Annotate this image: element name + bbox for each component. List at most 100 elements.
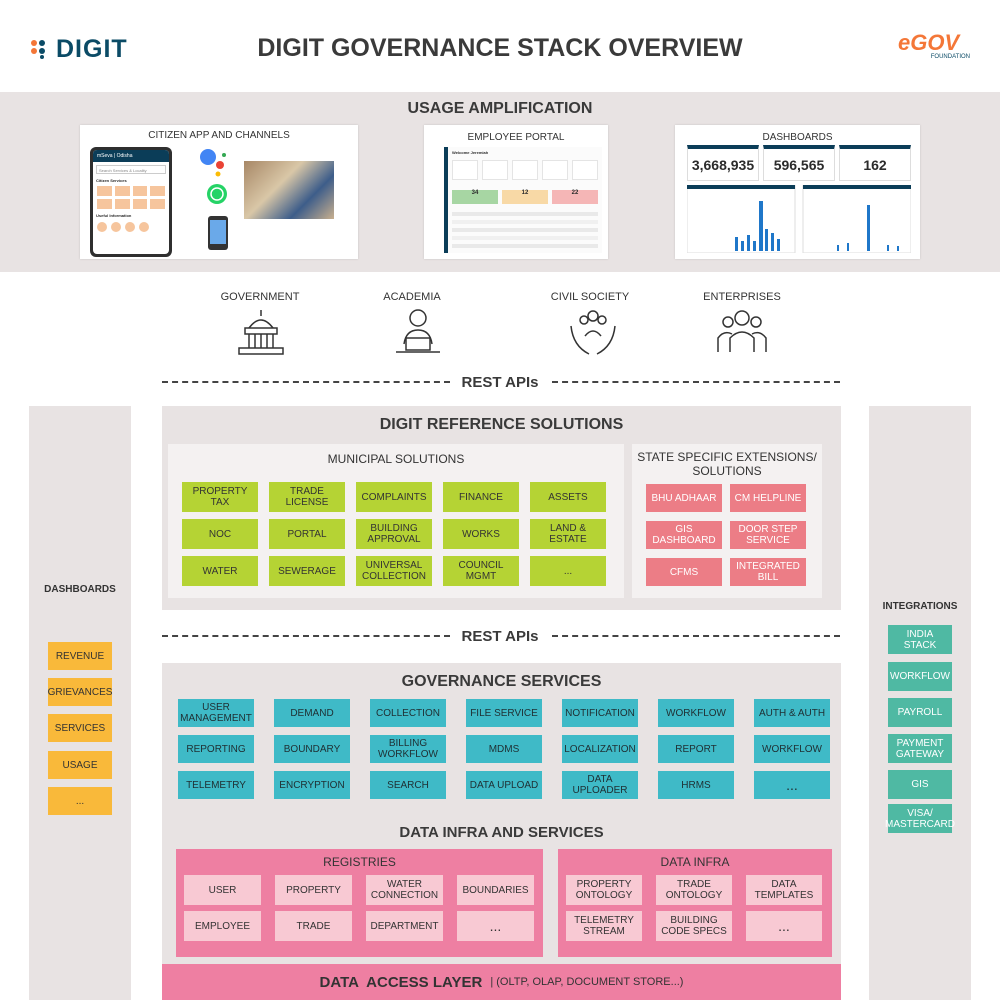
service-localization[interactable]: LOCALIZATION (562, 735, 638, 763)
solution-assets[interactable]: ASSETS (530, 482, 606, 512)
registry-trade[interactable]: TRADE (275, 911, 352, 941)
state-extensions-panel: STATE SPECIFIC EXTENSIONS/ SOLUTIONS BHU… (632, 444, 822, 598)
registry-property[interactable]: PROPERTY (275, 875, 352, 905)
solution-more[interactable]: ... (530, 556, 606, 586)
dashboard-revenue[interactable]: REVENUE (48, 642, 112, 670)
service-mdms[interactable]: MDMS (466, 735, 542, 763)
solution-noc[interactable]: NOC (182, 519, 258, 549)
solution-cfms[interactable]: CFMS (646, 558, 722, 586)
integration-india-stack[interactable]: INDIA STACK (888, 625, 952, 654)
dashboard-bar-charts (687, 185, 911, 253)
service-boundary[interactable]: BOUNDARY (274, 735, 350, 763)
service-user-management[interactable]: USER MANAGEMENT (178, 699, 254, 727)
service-report[interactable]: REPORT (658, 735, 734, 763)
service-hrms[interactable]: HRMS (658, 771, 734, 799)
solution-portal[interactable]: PORTAL (269, 519, 345, 549)
service-demand[interactable]: DEMAND (274, 699, 350, 727)
integration-gis[interactable]: GIS (888, 770, 952, 799)
rest-api-divider-left (162, 381, 450, 383)
solution-bhu-adhaar[interactable]: BHU ADHAAR (646, 484, 722, 512)
integration-workflow[interactable]: WORKFLOW (888, 662, 952, 691)
usage-title: USAGE AMPLIFICATION (407, 100, 593, 117)
service-file-service[interactable]: FILE SERVICE (466, 699, 542, 727)
service-data-upload[interactable]: DATA UPLOAD (466, 771, 542, 799)
dashboard-grievances[interactable]: GRIEVANCES (48, 678, 112, 706)
solution-complaints[interactable]: COMPLAINTS (356, 482, 432, 512)
integration-payment-gateway[interactable]: PAYMENT GATEWAY (888, 734, 952, 763)
service-collection[interactable]: COLLECTION (370, 699, 446, 727)
solution-door-step-service[interactable]: DOOR STEP SERVICE (730, 521, 806, 549)
digit-logo: DIGIT (30, 35, 128, 63)
solution-works[interactable]: WORKS (443, 519, 519, 549)
solution-finance[interactable]: FINANCE (443, 482, 519, 512)
phone-header: mSeva | Odisha (93, 150, 169, 162)
whatsapp-icon (207, 184, 227, 204)
integrations-side-title: INTEGRATIONS (882, 600, 958, 612)
data-infra-title: DATA INFRA (660, 855, 730, 869)
service-telemetry[interactable]: TELEMETRY (178, 771, 254, 799)
solution-water[interactable]: WATER (182, 556, 258, 586)
dashboard-more[interactable]: ... (48, 787, 112, 815)
stakeholder-enterprises-label: ENTERPRISES (703, 291, 781, 303)
phone-section1: Citizen Services (96, 178, 127, 183)
municipal-solutions-title: MUNICIPAL SOLUTIONS (327, 452, 465, 466)
person-laptop-icon (396, 309, 440, 353)
dashboard-usage[interactable]: USAGE (48, 751, 112, 779)
municipal-solutions-panel: MUNICIPAL SOLUTIONS PROPERTY TAX TRADE L… (168, 444, 624, 598)
municipal-grid: PROPERTY TAX TRADE LICENSE COMPLAINTS FI… (182, 482, 606, 590)
infra-property-ontology[interactable]: PROPERTY ONTOLOGY (566, 875, 642, 905)
solution-property-tax[interactable]: PROPERTY TAX (182, 482, 258, 512)
integration-visa-mastercard[interactable]: VISA/ MASTERCARD (885, 804, 955, 833)
phone-mockup: mSeva | Odisha Search Services & Localit… (90, 147, 172, 257)
portal-window: Welcome Jeremiah 34 12 22 (444, 147, 602, 253)
egov-logo-text: eGOV (898, 30, 960, 55)
solution-trade-license[interactable]: TRADE LICENSE (269, 482, 345, 512)
government-building-icon (238, 310, 284, 355)
service-billing-workflow[interactable]: BILLING WORKFLOW (370, 735, 446, 763)
registry-employee[interactable]: EMPLOYEE (184, 911, 261, 941)
stakeholder-civil-society-label: CIVIL SOCIETY (550, 291, 630, 303)
solution-cm-helpline[interactable]: CM HELPLINE (730, 484, 806, 512)
service-data-uploader[interactable]: DATA UPLOADER (562, 771, 638, 799)
registry-user[interactable]: USER (184, 875, 261, 905)
registry-water-connection[interactable]: WATER CONNECTION (366, 875, 443, 905)
infra-building-code-specs[interactable]: BUILDING CODE SPECS (656, 911, 732, 941)
data-access-title: DATA ACCESS LAYER (319, 973, 483, 991)
rest-api-divider-right-2 (552, 635, 840, 637)
rest-api-label-2: REST APIs (461, 627, 539, 645)
service-notification[interactable]: NOTIFICATION (562, 699, 638, 727)
integrations-side-panel: INTEGRATIONS INDIA STACK WORKFLOW PAYROL… (869, 406, 971, 1000)
solution-gis-dashboard[interactable]: GIS DASHBOARD (646, 521, 722, 549)
infra-more[interactable]: ... (746, 911, 822, 941)
phone-search[interactable]: Search Services & Locality (96, 165, 166, 174)
infra-data-templates[interactable]: DATA TEMPLATES (746, 875, 822, 905)
service-encryption[interactable]: ENCRYPTION (274, 771, 350, 799)
registry-more[interactable]: ... (457, 911, 534, 941)
service-search[interactable]: SEARCH (370, 771, 446, 799)
service-more[interactable]: ... (754, 771, 830, 799)
solution-integrated-bill[interactable]: INTEGRATED BILL (730, 558, 806, 586)
service-auth[interactable]: AUTH & AUTH (754, 699, 830, 727)
stakeholder-academia-label: ACADEMIA (383, 291, 441, 303)
service-workflow-2[interactable]: WORKFLOW (754, 735, 830, 763)
registry-boundaries[interactable]: BOUNDARIES (457, 875, 534, 905)
dashboards-card: DASHBOARDS 3,668,935 596,565 162 (675, 125, 920, 259)
service-reporting[interactable]: REPORTING (178, 735, 254, 763)
integration-payroll[interactable]: PAYROLL (888, 698, 952, 727)
infra-trade-ontology[interactable]: TRADE ONTOLOGY (656, 875, 732, 905)
hands-people-icon (570, 310, 616, 355)
solution-building-approval[interactable]: BUILDING APPROVAL (356, 519, 432, 549)
solution-sewerage[interactable]: SEWERAGE (269, 556, 345, 586)
solution-council-mgmt[interactable]: COUNCIL MGMT (443, 556, 519, 586)
reference-solutions-title: DIGIT REFERENCE SOLUTIONS (379, 416, 624, 433)
infra-telemetry-stream[interactable]: TELEMETRY STREAM (566, 911, 642, 941)
service-workflow[interactable]: WORKFLOW (658, 699, 734, 727)
dashboard-services[interactable]: SERVICES (48, 714, 112, 742)
citizen-app-label: CITIZEN APP AND CHANNELS (148, 129, 290, 141)
citizen-app-card: CITIZEN APP AND CHANNELS mSeva | Odisha … (80, 125, 358, 259)
registry-department[interactable]: DEPARTMENT (366, 911, 443, 941)
data-infra-panel: DATA INFRA PROPERTY ONTOLOGY TRADE ONTOL… (558, 849, 832, 957)
kiosk-photo (244, 161, 334, 219)
solution-land-estate[interactable]: LAND & ESTATE (530, 519, 606, 549)
solution-universal-collection[interactable]: UNIVERSAL COLLECTION (356, 556, 432, 586)
